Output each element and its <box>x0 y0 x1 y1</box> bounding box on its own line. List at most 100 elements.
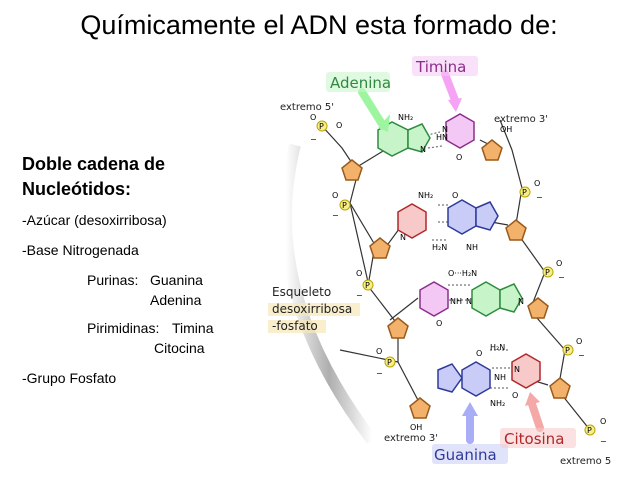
timina-arrow <box>441 70 459 104</box>
section-heading: Doble cadena de Nucleótidos: <box>22 154 166 199</box>
sugar <box>387 317 409 339</box>
atom-minus: − <box>310 135 317 144</box>
atom-nh: HN <box>436 133 448 142</box>
atom-o: O <box>556 259 562 268</box>
item-azucar: -Azúcar (desoxirribosa) <box>22 212 167 228</box>
base-pair-timina-adenina <box>419 281 523 317</box>
timina-ring-2 <box>419 281 449 317</box>
atom-oh: OH <box>410 423 422 432</box>
atom-minus: − <box>376 369 383 378</box>
adenina-arrow <box>358 88 386 128</box>
base-labels: Adenina Timina Guanina Citosina <box>326 56 576 464</box>
label-extremo-3-top: extremo 3' <box>494 114 548 125</box>
base-pair-adenina-timina <box>377 113 475 157</box>
phosphate <box>584 424 596 436</box>
sugar <box>505 219 527 241</box>
atom-nh2: NH₂ <box>418 191 433 200</box>
phosphate <box>542 266 554 278</box>
sugar <box>409 397 431 419</box>
phosphate <box>339 199 351 211</box>
label-extremo-5-top: extremo 5' <box>280 102 334 113</box>
atom-nh: NH <box>494 373 506 382</box>
label-timina: Timina <box>415 58 466 76</box>
atom-p: P <box>522 188 527 197</box>
purina-adenina: Adenina <box>150 292 202 308</box>
pirimidinas-label: Pirimidinas: <box>87 320 160 336</box>
atom-minus: − <box>578 351 585 360</box>
pirimidina-timina: Timina <box>172 320 214 336</box>
atom-minus: − <box>332 211 339 220</box>
atom-o: O <box>336 121 342 130</box>
end-labels: extremo 5' extremo 3' extremo 3' extremo… <box>280 102 611 467</box>
sugar <box>341 159 363 181</box>
backbone-label: Esqueleto desoxirribosa -fosfato <box>268 285 360 333</box>
label-adenina: Adenina <box>330 74 391 92</box>
guanina-ring-5-b <box>437 363 463 393</box>
atom-o: O <box>310 113 316 122</box>
adenina-ring-5 <box>407 123 431 153</box>
base-pair-citosina-guanina-1 <box>397 199 499 239</box>
atom-p: P <box>565 346 570 355</box>
atom-minus: − <box>356 291 363 300</box>
atom-minus: − <box>536 193 543 202</box>
atom-minus: − <box>600 437 607 446</box>
atom-o: O <box>576 337 582 346</box>
atom-n: N <box>514 365 520 374</box>
atom-o: O <box>376 347 382 356</box>
guanina-ring-6 <box>447 199 477 235</box>
backbone-line-1: Esqueleto <box>272 285 331 299</box>
backbone-line-2: desoxirribosa <box>272 302 352 316</box>
label-guanina: Guanina <box>434 446 497 464</box>
atom-n: N <box>442 125 448 134</box>
atom-p: P <box>587 426 592 435</box>
atom-nh2: NH₂ <box>398 113 413 122</box>
guanina-ring-5 <box>475 201 499 231</box>
label-extremo-3-bottom: extremo 3' <box>384 433 438 444</box>
atom-p: P <box>365 281 370 290</box>
phosphate <box>362 279 374 291</box>
phosphate <box>519 186 531 198</box>
citosina-arrow <box>528 400 544 432</box>
atom-o: O <box>512 391 518 400</box>
guanina-ring-6-b <box>461 361 491 397</box>
adenina-ring-5-b <box>499 283 523 313</box>
sugar <box>369 237 391 259</box>
atom-nh2: NH₂ <box>490 399 505 408</box>
sugars <box>341 139 571 419</box>
atom-n: N <box>518 297 524 306</box>
atom-minus: − <box>558 273 565 282</box>
atom-o: O <box>356 269 362 278</box>
atom-p: P <box>319 122 324 131</box>
item-base-nitrogenada: -Base Nitrogenada <box>22 242 139 258</box>
base-pair-guanina-citosina-2 <box>437 353 541 397</box>
purinas-label: Purinas: <box>87 272 139 288</box>
citosina-ring <box>397 203 427 239</box>
atom-n: N <box>420 145 426 154</box>
atom-p: P <box>387 358 392 367</box>
atom-o: O <box>456 153 462 162</box>
item-grupo-fosfato: -Grupo Fosfato <box>22 370 117 386</box>
atom-h2n: H₂N <box>432 243 447 252</box>
label-citosina: Citosina <box>504 430 564 448</box>
atom-nh: NH <box>466 243 478 252</box>
atom-o: O <box>600 417 606 426</box>
atom-labels: P P P P P P P P O O − O − O − O − O − O … <box>310 113 607 446</box>
atom-oh: OH <box>500 125 512 134</box>
phosphate <box>316 120 328 132</box>
atom-n: N <box>466 297 472 306</box>
citosina-ring-2 <box>511 353 541 389</box>
timina-ring <box>445 113 475 149</box>
atom-o-h2n: O···H₂N <box>448 269 477 278</box>
atom-nh: NH <box>450 297 462 306</box>
atom-o: O <box>452 191 458 200</box>
atom-o: O <box>332 191 338 200</box>
atom-o: O <box>436 319 442 328</box>
adenina-ring-6-b <box>471 281 501 317</box>
atom-p: P <box>545 268 550 277</box>
purina-guanina: Guanina <box>150 272 203 288</box>
sugar <box>481 139 503 161</box>
backbone-line-3: -fosfato <box>272 319 318 333</box>
atom-p: P <box>342 201 347 210</box>
phosphate <box>562 344 574 356</box>
